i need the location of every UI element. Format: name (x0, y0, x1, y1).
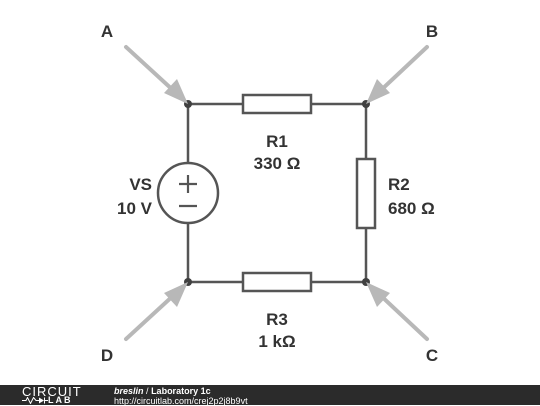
r2-value-label: 680 Ω (388, 199, 435, 218)
r1-value-label: 330 Ω (254, 154, 301, 173)
circuit-title[interactable]: Laboratory 1c (151, 386, 211, 396)
terminal-label-b: B (426, 22, 438, 41)
vs-value-label: 10 V (117, 199, 153, 218)
circuit-byline: breslin / Laboratory 1c (114, 386, 248, 396)
logo-text-lab: LAB (48, 395, 73, 405)
r3-value-label: 1 kΩ (258, 332, 295, 351)
circuitlab-logo[interactable]: CIRCUIT LAB (22, 385, 94, 405)
vs-name-label: VS (129, 175, 152, 194)
resistor-r1 (241, 93, 313, 115)
terminal-label-d: D (101, 346, 113, 365)
r2-name-label: R2 (388, 175, 410, 194)
arrow-a (124, 45, 188, 104)
author-link[interactable]: breslin (114, 386, 144, 396)
footer-bar: CIRCUIT LAB breslin / Laboratory 1c http… (0, 385, 540, 406)
terminal-label-a: A (101, 22, 113, 41)
voltage-source-vs (156, 161, 220, 225)
circuit-meta: breslin / Laboratory 1c http://circuitla… (114, 386, 248, 406)
arrow-b (366, 45, 429, 104)
circuit-url[interactable]: http://circuitlab.com/crej2p2j8b9vt (114, 396, 248, 406)
r1-name-label: R1 (266, 132, 288, 151)
resistor-r2 (355, 157, 377, 230)
circuit-schematic: A B C D R1 330 Ω R2 680 Ω R3 1 kΩ VS 10 … (101, 22, 438, 365)
logo-text-circuit: CIRCUIT (22, 384, 82, 399)
arrow-d (124, 282, 188, 341)
terminal-label-c: C (426, 346, 438, 365)
byline-separator: / (146, 386, 149, 396)
arrow-c (366, 282, 429, 341)
r3-name-label: R3 (266, 310, 288, 329)
resistor-diode-icon (22, 397, 48, 404)
resistor-r3 (241, 271, 313, 293)
